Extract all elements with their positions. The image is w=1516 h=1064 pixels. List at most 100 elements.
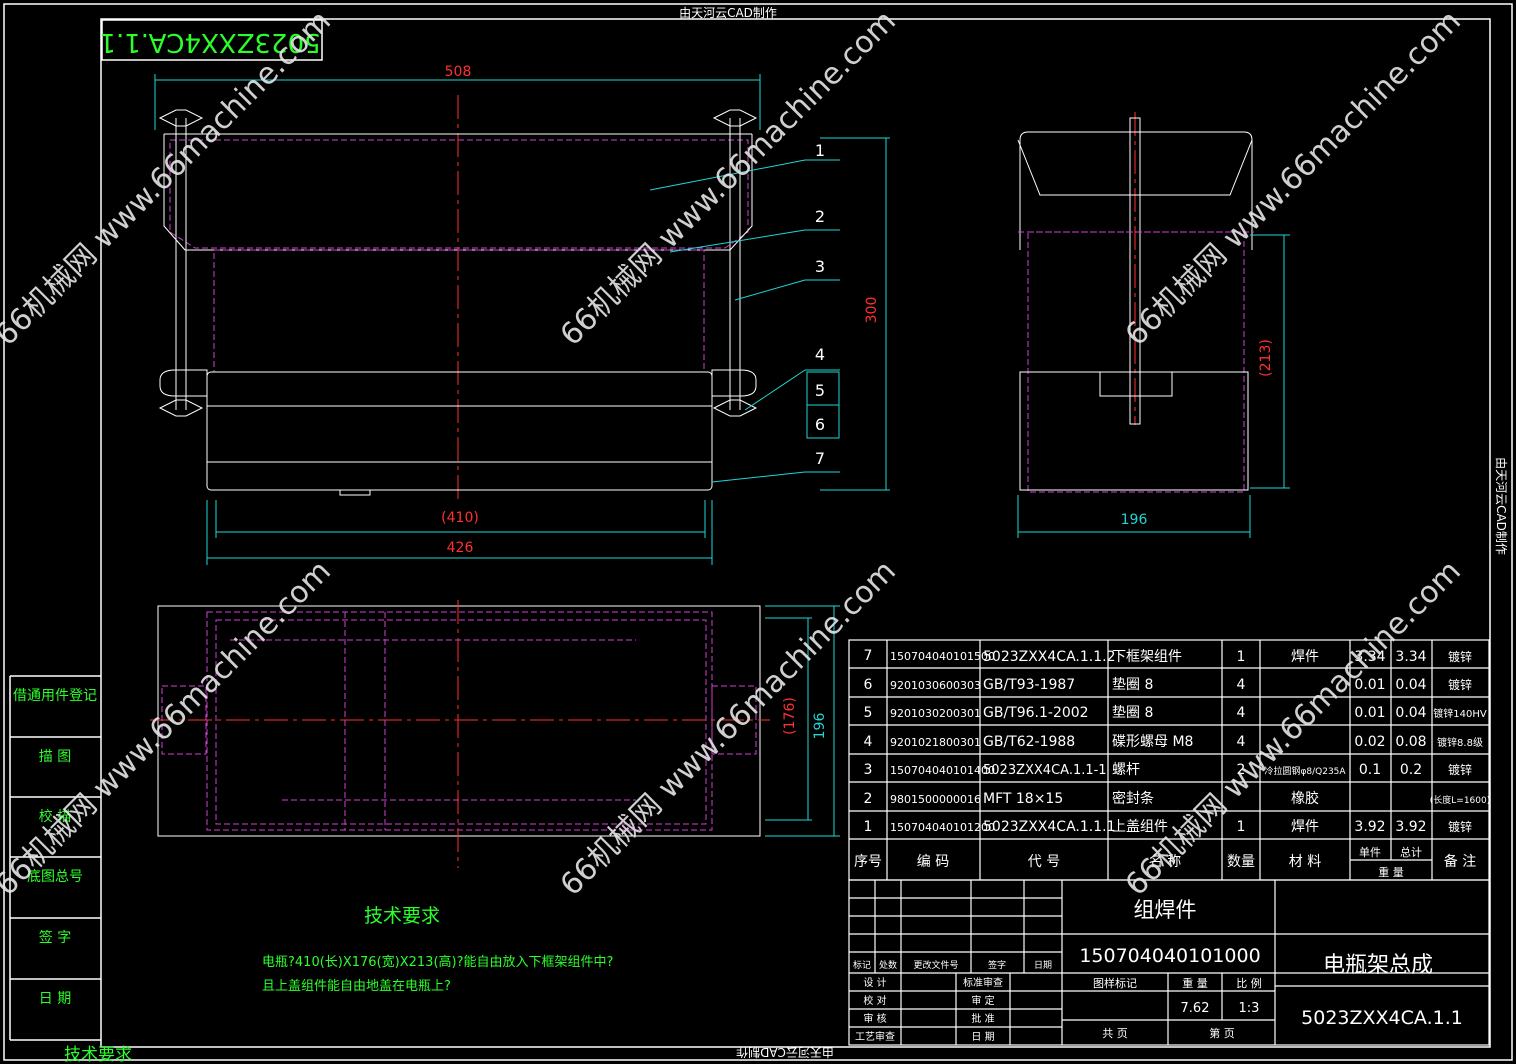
bom-cell: 2	[1237, 762, 1246, 778]
bom-cell: 镀锌	[1448, 650, 1472, 664]
bom-cell: 150704040101400	[890, 764, 995, 777]
rev-label-sign: 签字	[988, 959, 1006, 971]
bom-cell: 9201030600303	[890, 679, 981, 692]
bom-header-code: 编 码	[917, 854, 949, 870]
top-frame-note: 由天河云CAD制作	[679, 6, 777, 20]
bom-header-material: 材 料	[1289, 854, 1321, 870]
bom-cell: 镀锌140HV	[1433, 707, 1487, 720]
bom-cell: 5023ZXX4CA.1.1-1	[983, 763, 1107, 778]
title-block: 组焊件 150704040101000 电瓶架总成 5023ZXX4CA.1.1…	[853, 898, 1463, 1043]
callout-4: 4	[815, 345, 825, 364]
bom-cell: 4	[1237, 677, 1246, 693]
rev-label-date: 日期	[1034, 960, 1052, 971]
bottom-left-tech-label: 技术要求	[64, 1045, 132, 1064]
bom-cell: 冷拉圆钢φ8/Q235A	[1264, 765, 1346, 777]
rev-label-count: 处数	[879, 959, 897, 971]
strip-label-date: 日 期	[39, 991, 71, 1007]
bom-cell: 上盖组件	[1112, 819, 1168, 835]
front-view	[158, 95, 758, 500]
tech-title: 技术要求	[364, 905, 440, 927]
sheet-number: 第 页	[1209, 1026, 1235, 1040]
watermark-text: 66机械网 www.66machine.com	[1119, 4, 1468, 353]
bom-cell: 螺杆	[1112, 762, 1140, 778]
bom-cell: GB/T62-1988	[983, 734, 1075, 750]
role-process: 工艺审查	[855, 1030, 895, 1043]
callout-7: 7	[815, 449, 825, 468]
tech-line-2: 且上盖组件能自由地盖在电瓶上?	[262, 979, 451, 994]
bom-cell: 6	[864, 677, 873, 693]
bom-cell: 7	[864, 648, 873, 664]
tech-requirements: 技术要求 电瓶?410(长)X176(宽)X213(高)?能自由放入下框架组件中…	[262, 905, 613, 994]
bom-cell: MFT 18×15	[983, 791, 1063, 807]
role-approve-final: 审 定	[971, 994, 994, 1007]
front-view-dimensions	[154, 74, 890, 565]
bom-cell: 镀锌	[1448, 820, 1472, 834]
bom-cell: 0.04	[1395, 677, 1426, 693]
rev-label-file: 更改文件号	[913, 959, 958, 971]
bom-cell: GB/T96.1-2002	[983, 705, 1089, 721]
bom-cell: (长度L=1600)	[1430, 794, 1490, 806]
scale-value: 1:3	[1239, 1001, 1260, 1016]
strip-label-trace: 描 图	[39, 749, 71, 765]
callout-2: 2	[815, 207, 825, 226]
bom-cell: 垫圈 8	[1112, 677, 1153, 693]
side-dim-height: (213)	[1258, 339, 1274, 377]
right-frame-note: 由天河云CAD制作	[1494, 457, 1508, 555]
plan-view	[150, 600, 770, 868]
bom-cell: 碟形螺母 M8	[1112, 734, 1193, 750]
tech-line-1: 电瓶?410(长)X176(宽)X213(高)?能自由放入下框架组件中?	[262, 954, 613, 970]
bom-header-qty: 数量	[1227, 854, 1255, 870]
bom-cell: 5023ZXX4CA.1.1.1	[983, 819, 1116, 835]
bom-cell: 密封条	[1112, 790, 1154, 807]
part-type: 组焊件	[1134, 898, 1197, 922]
strip-label-base-no: 底图总号	[27, 869, 83, 885]
bom-cell: 镀锌	[1448, 763, 1472, 777]
bom-header-name: 名 称	[1149, 854, 1181, 870]
bom-table: 7 150704040101500 5023ZXX4CA.1.1.2 下框架组件…	[854, 648, 1490, 879]
watermark-text: 66机械网 www.66machine.com	[554, 4, 903, 353]
plan-dim-inner-depth: (176)	[782, 697, 798, 735]
dim-inner-width: (410)	[441, 510, 479, 526]
bom-cell: 3.34	[1395, 649, 1426, 665]
bom-cell: 9201030200301	[890, 707, 981, 720]
bom-cell: 3.34	[1354, 649, 1385, 665]
drawing-number: 5023ZXX4CA.1.1	[1301, 1007, 1463, 1029]
bom-cell: 下框架组件	[1112, 649, 1182, 665]
sheets-total: 共 页	[1102, 1027, 1128, 1040]
side-view-dimensions	[1017, 234, 1290, 538]
bom-cell: 150704040101500	[890, 650, 995, 663]
bom-cell: 橡胶	[1291, 790, 1319, 807]
callout-6: 6	[815, 415, 825, 434]
dim-height: 300	[864, 297, 880, 324]
bom-cell: 3	[864, 762, 873, 778]
role-review: 审 核	[863, 1012, 886, 1025]
bom-cell: 4	[1237, 734, 1246, 750]
bom-header-unit: 单件	[1359, 846, 1381, 859]
bom-cell: 1	[1237, 649, 1246, 665]
bom-cell: 1	[864, 819, 873, 835]
bom-cell: 9801500000016	[890, 793, 981, 806]
bom-cell: 0.01	[1354, 677, 1385, 693]
bom-cell: 0.2	[1400, 762, 1422, 778]
strip-label-check: 校 描	[39, 808, 71, 825]
mirrored-drawing-code: 5023ZXX4CA.1.1	[99, 27, 320, 57]
role-approve: 批 准	[971, 1012, 994, 1025]
bom-cell: 0.08	[1395, 734, 1426, 750]
bom-cell: 焊件	[1291, 649, 1319, 665]
bom-cell: 0.04	[1395, 705, 1426, 721]
callout-3: 3	[815, 257, 825, 276]
rev-label-mark: 标记	[853, 959, 871, 971]
weight-value: 7.62	[1181, 1001, 1210, 1016]
role-check: 校 对	[863, 994, 886, 1007]
bom-cell: 1	[1237, 819, 1246, 835]
title-block-grid	[848, 879, 1490, 1046]
dim-bottom-width: 426	[447, 540, 474, 556]
bom-header-no: 序号	[854, 854, 882, 870]
side-view	[1017, 112, 1254, 493]
bom-cell: GB/T93-1987	[983, 677, 1075, 693]
bom-cell: 150704040101200	[890, 821, 995, 834]
bom-cell: 0.01	[1354, 705, 1385, 721]
part-code: 150704040101000	[1079, 945, 1260, 967]
bom-cell: 2	[864, 791, 873, 807]
bom-cell: 9201021800301	[890, 736, 981, 749]
